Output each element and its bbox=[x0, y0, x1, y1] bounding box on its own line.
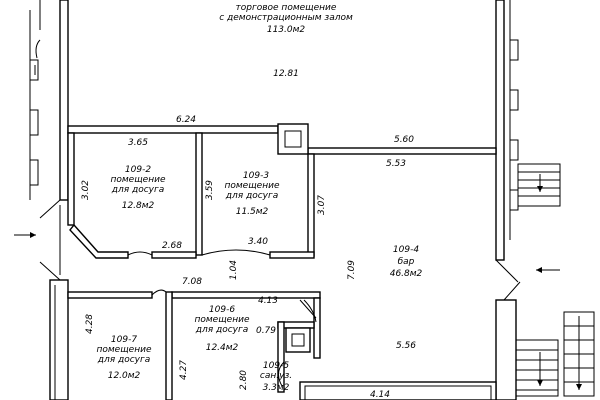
rooms-109-2-109-3 bbox=[67, 132, 315, 259]
room-109-6-area: 12.4м2 bbox=[206, 343, 239, 353]
dim-5-53: 5.53 bbox=[386, 159, 406, 169]
lower-rooms bbox=[67, 289, 497, 400]
dim-5-56: 5.56 bbox=[396, 341, 416, 351]
dim-5-60: 5.60 bbox=[394, 135, 414, 145]
room-109-3-id: 109-3 bbox=[243, 171, 269, 181]
room-109-3-area: 11.5м2 bbox=[236, 207, 269, 217]
dim-2-80: 2.80 bbox=[239, 370, 249, 390]
room-top-line2: с демонстрационным залом bbox=[219, 13, 353, 23]
room-109-6-id: 109-6 bbox=[209, 305, 235, 315]
dim-3-59: 3.59 bbox=[205, 180, 215, 200]
room-109-4-label: 109-4 бар 46.8м2 bbox=[390, 245, 423, 279]
dim-0-79: 0.79 bbox=[256, 326, 276, 336]
room-top-line1: торговое помещение bbox=[236, 3, 337, 13]
room-109-5-label: 109-5 сан.уз. 3.3м2 bbox=[260, 361, 292, 393]
room-109-5-id: 109-5 bbox=[263, 361, 289, 371]
room-109-4-id: 109-4 bbox=[393, 245, 419, 255]
room-109-5-area: 3.3м2 bbox=[263, 383, 290, 393]
dim-4-27: 4.27 bbox=[179, 360, 189, 380]
room-109-3-line1: помещение bbox=[224, 181, 279, 191]
room-109-5-line1: сан.уз. bbox=[260, 371, 292, 381]
dimensions: 12.81 6.24 3.65 5.60 5.53 2.68 3.40 7.08… bbox=[81, 69, 416, 400]
room-109-6-line1: помещение bbox=[194, 315, 249, 325]
room-109-7-line2: для досуга bbox=[97, 355, 151, 365]
dim-3-07: 3.07 bbox=[317, 195, 327, 215]
room-109-7-area: 12.0м2 bbox=[108, 371, 141, 381]
room-109-2-line2: для досуга bbox=[111, 185, 165, 195]
dim-4-13: 4.13 bbox=[258, 296, 278, 306]
room-109-2-id: 109-2 bbox=[125, 165, 151, 175]
room-109-3-line2: для досуга bbox=[225, 191, 279, 201]
dim-6-24: 6.24 bbox=[176, 115, 196, 125]
right-entrance bbox=[495, 163, 595, 397]
room-109-2-area: 12.8м2 bbox=[122, 201, 155, 211]
dim-1-04: 1.04 bbox=[229, 260, 239, 280]
dim-7-09: 7.09 bbox=[347, 260, 357, 280]
room-109-7-id: 109-7 bbox=[111, 335, 137, 345]
room-109-4-area: 46.8м2 bbox=[390, 269, 423, 279]
room-109-4-line1: бар bbox=[398, 257, 415, 267]
room-top-label: торговое помещение с демонстрационным за… bbox=[219, 3, 353, 35]
room-109-2-label: 109-2 помещение для досуга 12.8м2 bbox=[110, 165, 165, 211]
dim-3-02: 3.02 bbox=[81, 180, 91, 200]
room-109-6-line2: для досуга bbox=[195, 325, 249, 335]
room-109-6-label: 109-6 помещение для досуга 12.4м2 bbox=[194, 305, 249, 353]
left-facade bbox=[29, 0, 41, 200]
dim-3-40: 3.40 bbox=[248, 237, 268, 247]
room-109-3-label: 109-3 помещение для досуга 11.5м2 bbox=[224, 171, 279, 217]
room-top-area: 113.0м2 bbox=[267, 25, 306, 35]
room-109-7-line1: помещение bbox=[96, 345, 151, 355]
left-entrance bbox=[14, 199, 61, 281]
room-109-7-label: 109-7 помещение для досуга 12.0м2 bbox=[96, 335, 151, 381]
hall-wall bbox=[67, 123, 497, 155]
dim-3-65: 3.65 bbox=[128, 138, 148, 148]
dim-4-14: 4.14 bbox=[370, 390, 390, 400]
dim-2-68: 2.68 bbox=[162, 241, 182, 251]
outer-walls bbox=[49, 0, 519, 400]
dim-4-28: 4.28 bbox=[85, 314, 95, 334]
room-109-2-line1: помещение bbox=[110, 175, 165, 185]
dim-12-81: 12.81 bbox=[273, 69, 299, 79]
dim-7-08: 7.08 bbox=[182, 277, 202, 287]
